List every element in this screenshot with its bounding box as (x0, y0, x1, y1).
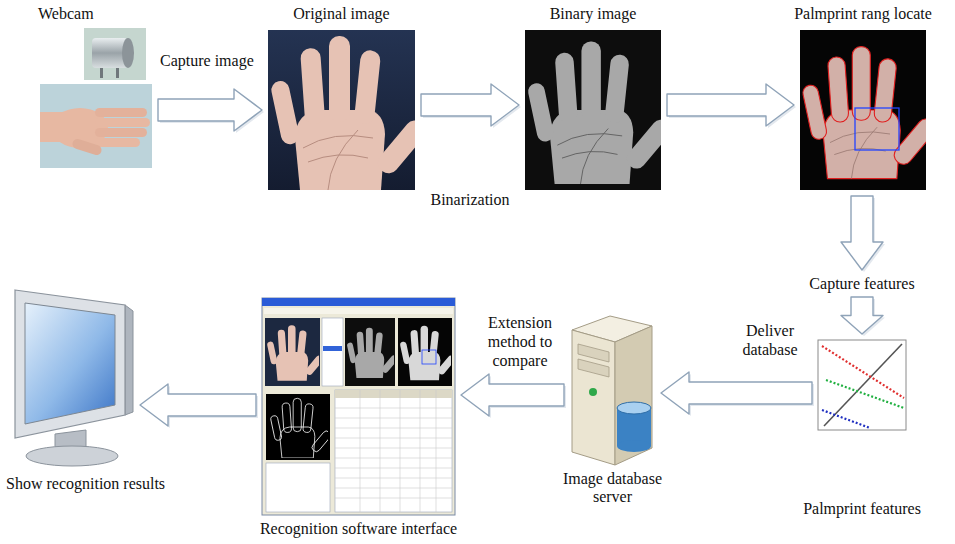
flow-arrow (140, 384, 258, 428)
camera-leg (116, 68, 119, 78)
thumb-hand (400, 326, 457, 380)
table-grid (335, 390, 452, 512)
hand-thumb (71, 138, 103, 157)
result-table (335, 390, 452, 512)
node-caption: Palmprint rang locate (794, 5, 932, 23)
binary-image: Binary image (525, 30, 661, 190)
palmprint-features-chart: Palmprint features (818, 340, 906, 430)
node-caption: Palmprint features (803, 500, 921, 518)
menu-bar (264, 308, 453, 314)
node-caption: Webcam (38, 5, 94, 23)
server-side (615, 326, 652, 465)
feature-chart (818, 340, 906, 430)
block-arrow (841, 297, 883, 334)
camera-lens (122, 38, 134, 68)
title-bar (262, 298, 455, 306)
camera-photo (84, 28, 146, 80)
hand-photo (40, 84, 152, 168)
flow-arrow (421, 84, 521, 128)
hand-shape (527, 42, 675, 184)
hand-finger (95, 108, 147, 117)
block-arrow (661, 372, 812, 414)
database-server: Image database server (570, 316, 655, 466)
block-arrow (421, 84, 519, 126)
thumb-roi (422, 350, 436, 364)
power-led (589, 388, 597, 396)
server-front (572, 330, 615, 465)
chart-frame (818, 340, 906, 430)
original-image: Original image (268, 30, 415, 190)
located-hand-image (800, 30, 939, 190)
table-header (335, 390, 452, 398)
database-cylinder (617, 440, 651, 452)
chart-line (824, 344, 902, 426)
palm-lines (303, 130, 373, 190)
chart-line (822, 346, 904, 398)
palm-lines (557, 129, 622, 185)
node-caption: Image database server (549, 470, 677, 506)
server-illustration (572, 316, 652, 465)
software-screenshot (262, 298, 456, 515)
result-list (266, 463, 330, 512)
database-top (617, 402, 651, 414)
block-arrow (667, 84, 794, 126)
list-selection (323, 346, 342, 351)
node-caption: Original image (293, 5, 389, 23)
hand-finger (95, 128, 147, 137)
original-hand-image (268, 30, 430, 190)
block-arrow (461, 374, 564, 416)
drive-bay (578, 359, 609, 377)
chart-line (822, 410, 870, 428)
block-arrow (841, 196, 883, 270)
node-caption: Show recognition results (6, 475, 165, 493)
monitor-bezel (15, 290, 125, 438)
hand-finger (95, 138, 140, 147)
hand-shape (801, 47, 938, 179)
palm-lines (830, 127, 890, 178)
edge-label: Capture features (807, 274, 916, 293)
thumb-hand (347, 328, 399, 378)
camera-leg (100, 68, 103, 78)
binary-hand-image (525, 30, 675, 190)
palmprint-locate-image: Palmprint rang locate (800, 30, 926, 190)
block-arrow (140, 384, 256, 426)
thumb-hand (267, 325, 325, 381)
chart-line (826, 380, 904, 408)
file-list (322, 318, 343, 386)
feature-hand (270, 398, 332, 458)
webcam-photo: Webcam (38, 28, 152, 170)
edge-label: Deliver database (726, 321, 814, 359)
node-caption: Binary image (550, 5, 637, 23)
flow-arrow (667, 84, 796, 128)
monitor-illustration (15, 290, 133, 466)
edge-label: Capture image (158, 51, 256, 70)
monitor-base (26, 446, 118, 466)
node-caption: Recognition software interface (260, 520, 457, 538)
monitor-side (125, 305, 133, 415)
webcam-illustration (40, 28, 152, 168)
roi-square (855, 108, 899, 150)
edge-label: Extension method to compare (472, 313, 568, 370)
result-monitor: Show recognition results (12, 285, 134, 463)
flow-arrow (461, 374, 566, 418)
hand-shape (270, 36, 430, 190)
flow-arrow (158, 89, 264, 133)
drive-bay (578, 344, 609, 362)
flow-arrow (841, 196, 885, 336)
block-arrow (158, 89, 262, 131)
monitor-screen (25, 303, 115, 424)
flow-arrow (661, 372, 814, 416)
hand-finger (95, 118, 150, 127)
edge-label: Binarization (428, 190, 511, 209)
software-interface: Recognition software interface (262, 298, 455, 515)
